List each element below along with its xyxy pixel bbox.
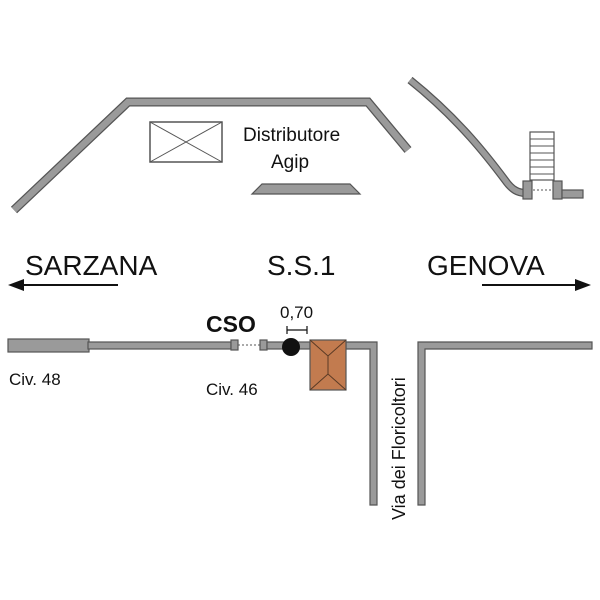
- distance-bar: [286, 326, 308, 334]
- lower-road: [7, 338, 593, 506]
- upper-road: [10, 97, 412, 214]
- arrow-right-icon: [482, 279, 591, 291]
- distance-label: 0,70: [280, 303, 313, 322]
- sarzana-label: SARZANA: [25, 250, 158, 281]
- station-island: [250, 183, 362, 195]
- cso-marker: [282, 338, 300, 356]
- civ46-label: Civ. 46: [206, 380, 258, 399]
- civ48-label: Civ. 48: [9, 370, 61, 389]
- cso-label: CSO: [206, 311, 256, 337]
- road-name-label: S.S.1: [267, 250, 335, 281]
- railway-bridge: [522, 131, 584, 200]
- station-label-1: Distributore: [243, 125, 340, 146]
- arrow-left-icon: [8, 279, 118, 291]
- station-label-2: Agip: [271, 152, 309, 173]
- genova-label: GENOVA: [427, 250, 545, 281]
- fuel-station-building: [149, 121, 223, 163]
- street-label: Via dei Floricoltori: [389, 377, 409, 520]
- ramp-road: [407, 76, 527, 197]
